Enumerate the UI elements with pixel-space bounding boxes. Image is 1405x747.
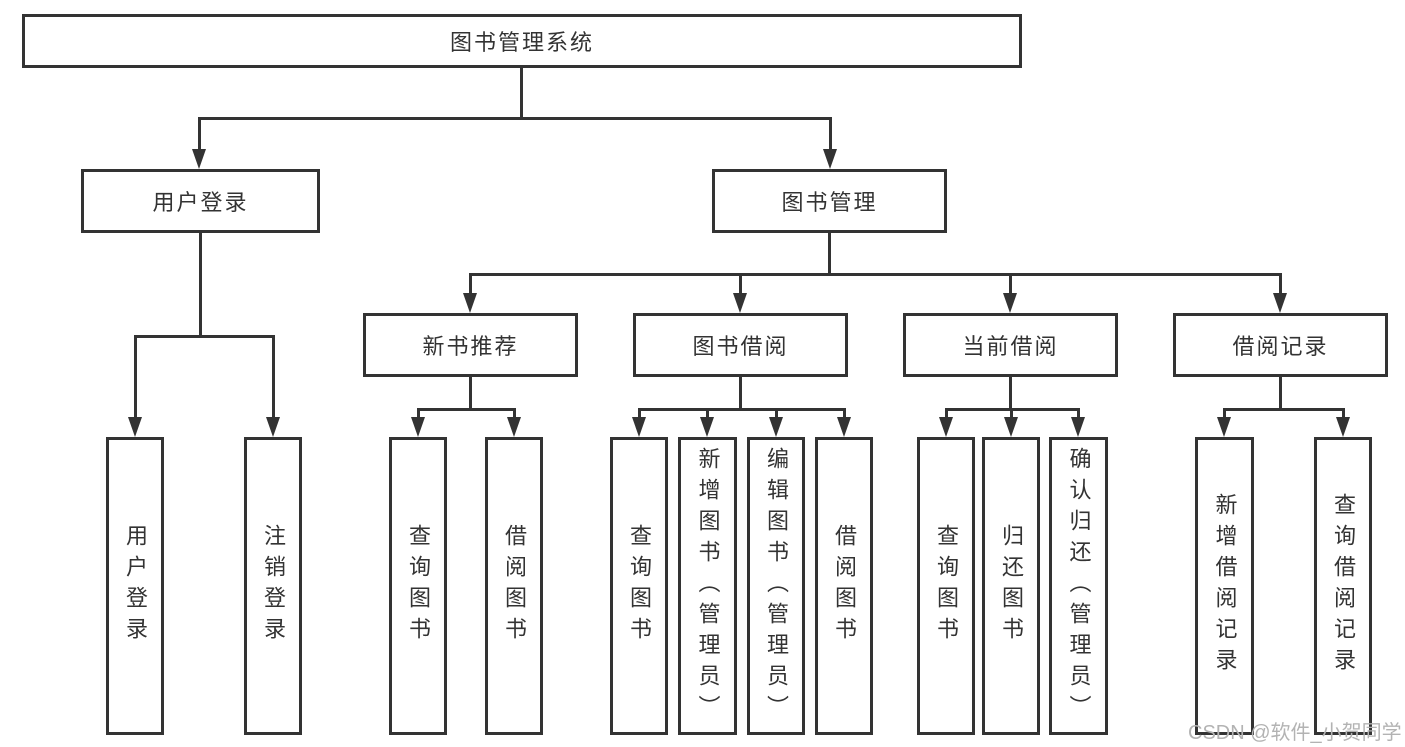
connector-drop: [775, 408, 778, 419]
arrow-down-icon: [837, 417, 851, 437]
node-label: 新书推荐: [422, 334, 519, 359]
arrow-down-icon: [463, 293, 477, 313]
leaf-label: 用户登录: [123, 524, 148, 648]
leaf-borrow-book: 借阅图书: [485, 437, 543, 735]
leaf-label: 借阅图书: [502, 524, 527, 648]
leaf-label: 新增借阅记录: [1212, 493, 1238, 679]
arrow-down-icon: [1217, 417, 1231, 437]
node-label: 用户登录: [152, 190, 249, 215]
arrow-down-icon: [1071, 417, 1085, 437]
connector-drop: [706, 408, 709, 419]
arrow-down-icon: [769, 417, 783, 437]
leaf-label: 新增图书（管理员）: [695, 446, 721, 726]
arrow-down-icon: [823, 149, 837, 169]
leaf-add-book-admin: 新增图书（管理员）: [678, 437, 737, 735]
leaf-user-login: 用户登录: [106, 437, 164, 735]
connector-stem: [199, 233, 202, 338]
arrow-down-icon: [700, 417, 714, 437]
node-library-management-system: 图书管理系统: [22, 14, 1022, 68]
connector-stem: [520, 68, 523, 120]
leaf-logout: 注销登录: [244, 437, 302, 735]
arrow-down-icon: [1336, 417, 1350, 437]
connector-drop: [945, 408, 948, 419]
node-label: 借阅记录: [1232, 334, 1329, 359]
connector-stem: [1009, 377, 1012, 411]
leaf-query-borrow-record: 查询借阅记录: [1314, 437, 1372, 735]
node-current-borrow: 当前借阅: [903, 313, 1118, 377]
leaf-confirm-return-admin: 确认归还（管理员）: [1049, 437, 1108, 735]
node-label: 当前借阅: [962, 334, 1059, 359]
connector-drop: [739, 273, 742, 295]
connector-stem: [469, 377, 472, 411]
arrow-down-icon: [1004, 417, 1018, 437]
leaf-label: 归还图书: [999, 524, 1024, 648]
connector-stem: [1279, 377, 1282, 411]
leaf-edit-book-admin: 编辑图书（管理员）: [747, 437, 805, 735]
connector-drop: [1223, 408, 1226, 419]
leaf-label: 确认归还（管理员）: [1066, 446, 1092, 726]
leaf-label: 查询图书: [406, 524, 431, 648]
connector-stem: [739, 377, 742, 411]
leaf-query-book: 查询图书: [917, 437, 975, 735]
connector-branch: [638, 408, 846, 411]
connector-drop: [843, 408, 846, 419]
node-label: 图书借阅: [692, 334, 789, 359]
arrow-down-icon: [1273, 293, 1287, 313]
leaf-label: 查询借阅记录: [1331, 493, 1356, 679]
connector-drop: [417, 408, 420, 419]
connector-branch: [198, 117, 832, 120]
arrow-down-icon: [1003, 293, 1017, 313]
leaf-label: 编辑图书（管理员）: [764, 446, 789, 726]
leaf-query-book: 查询图书: [389, 437, 447, 735]
leaf-label: 借阅图书: [832, 524, 857, 648]
connector-drop: [272, 335, 275, 419]
connector-branch: [1223, 408, 1345, 411]
node-label: 图书管理: [781, 190, 878, 215]
connector-drop: [1009, 273, 1012, 295]
leaf-label: 查询图书: [934, 524, 959, 648]
connector-drop: [829, 117, 832, 151]
leaf-label: 注销登录: [261, 524, 286, 648]
connector-drop: [469, 273, 472, 295]
connector-drop: [638, 408, 641, 419]
node-book-borrow: 图书借阅: [633, 313, 848, 377]
arrow-down-icon: [507, 417, 521, 437]
connector-drop: [134, 335, 137, 419]
leaf-query-book: 查询图书: [610, 437, 668, 735]
node-borrow-record: 借阅记录: [1173, 313, 1388, 377]
leaf-add-borrow-record: 新增借阅记录: [1195, 437, 1254, 735]
connector-drop: [1279, 273, 1282, 295]
connector-drop: [198, 117, 201, 151]
node-user-login: 用户登录: [81, 169, 320, 233]
connector-branch: [417, 408, 516, 411]
csdn-watermark: CSDN @软件_小贺同学: [1188, 722, 1402, 744]
node-new-book-recommend: 新书推荐: [363, 313, 578, 377]
arrow-down-icon: [192, 149, 206, 169]
arrow-down-icon: [632, 417, 646, 437]
arrow-down-icon: [411, 417, 425, 437]
connector-drop: [1010, 408, 1013, 419]
connector-branch: [469, 273, 1282, 276]
leaf-return-book: 归还图书: [982, 437, 1040, 735]
node-label: 图书管理系统: [449, 30, 594, 55]
connector-branch: [134, 335, 275, 338]
arrow-down-icon: [266, 417, 280, 437]
arrow-down-icon: [939, 417, 953, 437]
arrow-down-icon: [128, 417, 142, 437]
arrow-down-icon: [733, 293, 747, 313]
node-book-management: 图书管理: [712, 169, 947, 233]
connector-stem: [828, 233, 831, 276]
connector-drop: [1342, 408, 1345, 419]
leaf-label: 查询图书: [627, 524, 652, 648]
connector-drop: [1077, 408, 1080, 419]
leaf-borrow-book: 借阅图书: [815, 437, 873, 735]
connector-drop: [513, 408, 516, 419]
